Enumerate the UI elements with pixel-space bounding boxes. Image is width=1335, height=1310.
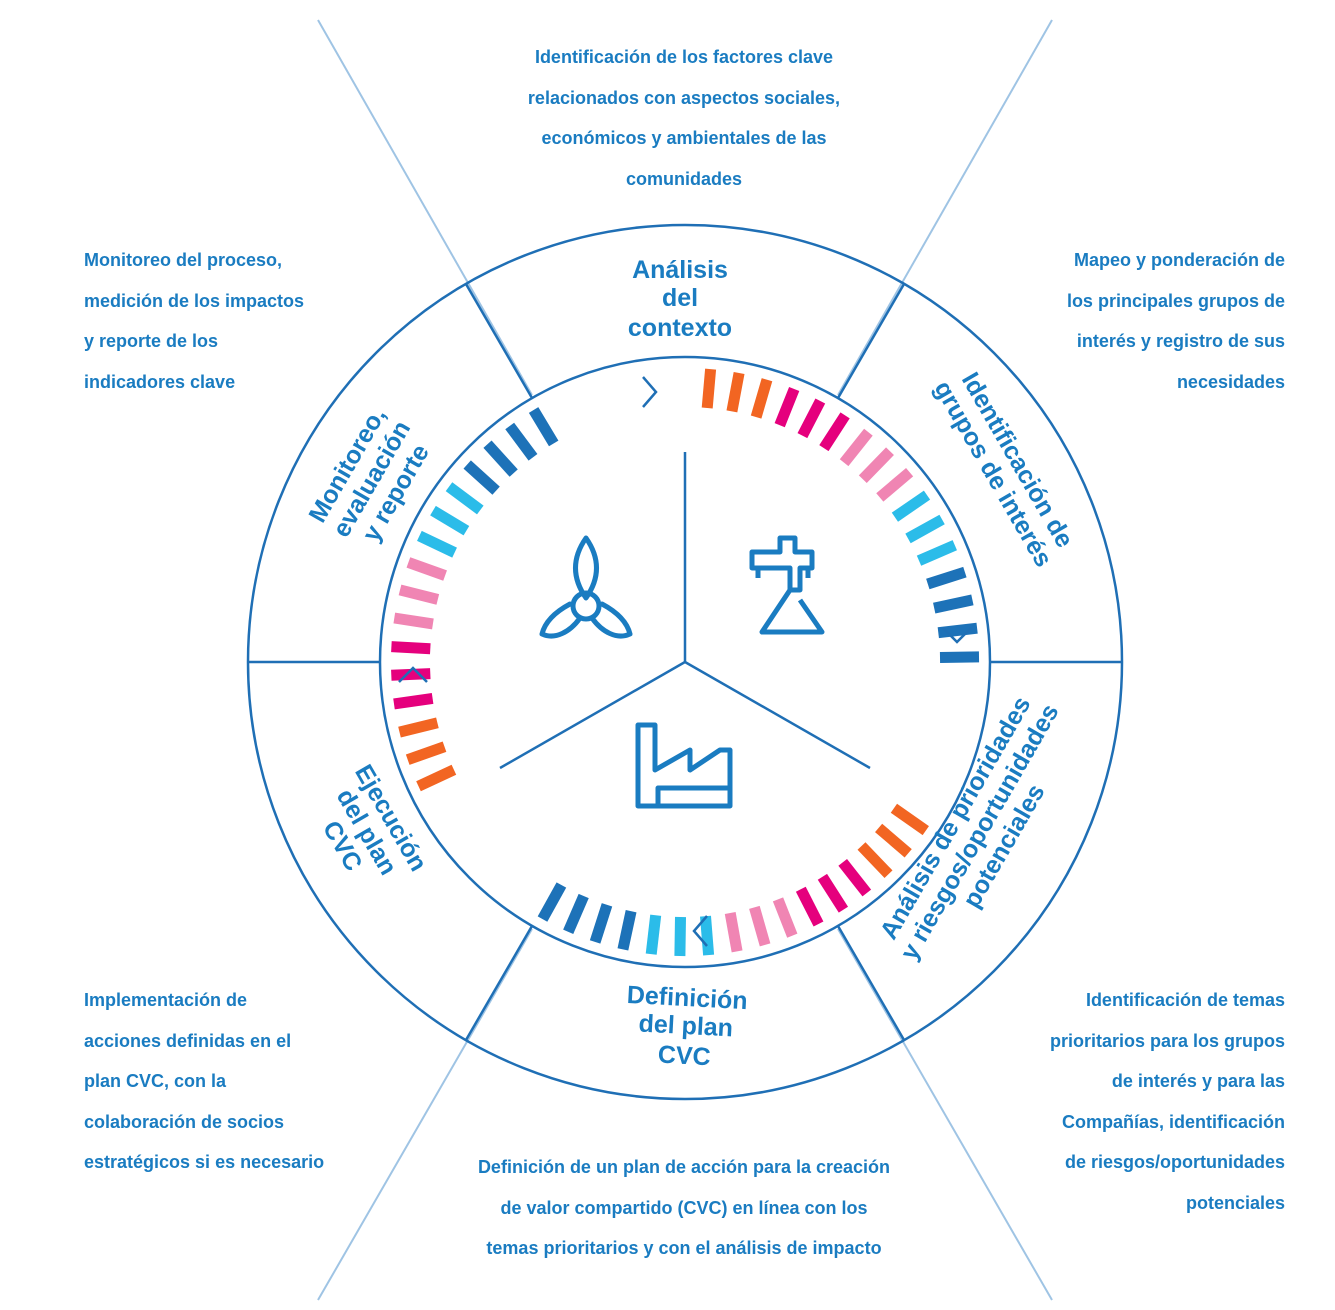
stage-ejecucion-plan: Ejecución del plan CVC — [317, 760, 432, 880]
color-stripe — [505, 422, 538, 461]
color-stripe — [417, 530, 457, 558]
description-bottom-left: Implementación de acciones definidas en … — [84, 990, 325, 1172]
wind-turbine-icon — [539, 535, 633, 639]
color-stripe — [674, 916, 686, 957]
divider-right — [684, 660, 871, 770]
color-stripe — [398, 584, 440, 605]
stage-monitoreo: Monitoreo, evaluación y reporte — [303, 403, 434, 547]
color-stripe — [589, 903, 613, 944]
ring-spoke-bottom-left — [464, 925, 534, 1041]
description-bottom-right: Identificación de temas prioritarios par… — [1049, 990, 1285, 1213]
color-stripe — [405, 741, 447, 765]
spoke-outer-top-left — [317, 19, 533, 396]
spoke-outer-top-right — [837, 19, 1053, 396]
power-tower-icon — [749, 535, 825, 635]
stage-label-line: Análisis — [632, 256, 728, 284]
stage-label-line: del plan — [638, 1010, 734, 1043]
color-stripe — [772, 897, 798, 938]
color-stripe — [724, 912, 743, 953]
ring-spoke-bottom-right — [836, 925, 906, 1041]
color-stripe — [749, 905, 771, 947]
color-stripe — [445, 482, 484, 515]
color-stripe — [393, 692, 434, 710]
stage-label-line: contexto — [628, 314, 732, 342]
color-stripe — [795, 886, 824, 927]
color-stripe — [916, 540, 957, 566]
color-stripe — [391, 668, 431, 681]
ring-spoke-top-right — [836, 283, 906, 399]
color-stripe — [838, 858, 872, 897]
stage-label-line: del — [662, 284, 698, 312]
description-top: Identificación de los factores clave rel… — [527, 47, 841, 189]
color-stripe — [857, 842, 893, 879]
ring-spoke-top-left — [464, 283, 534, 399]
color-stripe — [905, 514, 945, 544]
chevron-down-icon — [942, 627, 972, 644]
color-stripe — [750, 378, 773, 419]
color-stripe — [700, 915, 715, 956]
chevron-right-icon — [642, 376, 658, 408]
color-stripe — [645, 914, 662, 955]
stage-label-line: Definición — [626, 981, 748, 1015]
outer-spokes — [10, 19, 1330, 1301]
color-stripe — [726, 371, 745, 413]
stage-label-line: CVC — [657, 1041, 711, 1072]
color-stripe — [926, 566, 967, 590]
color-stripe — [891, 490, 931, 522]
divider-left — [499, 660, 686, 770]
color-stripe — [528, 407, 559, 447]
factory-icon — [635, 722, 733, 809]
inner-dividers — [499, 452, 871, 770]
stripe-band-left — [391, 407, 559, 792]
spoke-outer-bottom-left — [317, 928, 533, 1301]
color-stripe — [819, 412, 850, 452]
stage-definicion-plan: Definición del plan CVC — [626, 981, 748, 1072]
color-stripe — [537, 882, 567, 922]
direction-arrows — [398, 376, 972, 947]
chevron-left-icon — [692, 915, 708, 947]
chevron-up-icon — [398, 666, 428, 683]
color-stripes — [391, 368, 980, 957]
color-stripe — [797, 398, 826, 439]
color-stripe — [617, 910, 637, 951]
ring-spokes — [248, 283, 1122, 1041]
stage-analisis-contexto: Análisis del contexto — [628, 256, 732, 342]
color-stripe — [563, 893, 589, 934]
color-stripe — [875, 823, 912, 858]
color-stripe — [483, 440, 518, 477]
color-stripe — [876, 468, 914, 502]
color-stripe — [939, 651, 980, 663]
color-stripe — [890, 803, 929, 836]
color-stripe — [393, 612, 434, 630]
color-stripe — [391, 641, 431, 655]
color-stripe — [701, 368, 717, 409]
stripe-band-right — [701, 368, 980, 663]
color-stripe — [839, 428, 873, 467]
description-top-left: Monitoreo del proceso, medición de los i… — [84, 250, 305, 392]
color-stripe — [406, 557, 447, 581]
description-bottom: Definición de un plan de acción para la … — [477, 1157, 891, 1258]
spoke-outer-bottom-right — [837, 928, 1053, 1301]
color-stripe — [933, 594, 974, 614]
color-stripe — [817, 873, 849, 913]
color-stripe — [463, 460, 500, 495]
color-stripe — [858, 447, 894, 484]
color-stripe — [774, 386, 800, 428]
color-stripe — [416, 764, 457, 792]
stripe-band-bottom — [537, 803, 929, 957]
stage-analisis-prioridades: Análisis de prioridades y riesgos/oportu… — [875, 692, 1065, 965]
color-stripe — [398, 717, 439, 738]
description-top-right: Mapeo y ponderación de los principales g… — [1066, 250, 1285, 392]
color-stripe — [430, 505, 470, 536]
